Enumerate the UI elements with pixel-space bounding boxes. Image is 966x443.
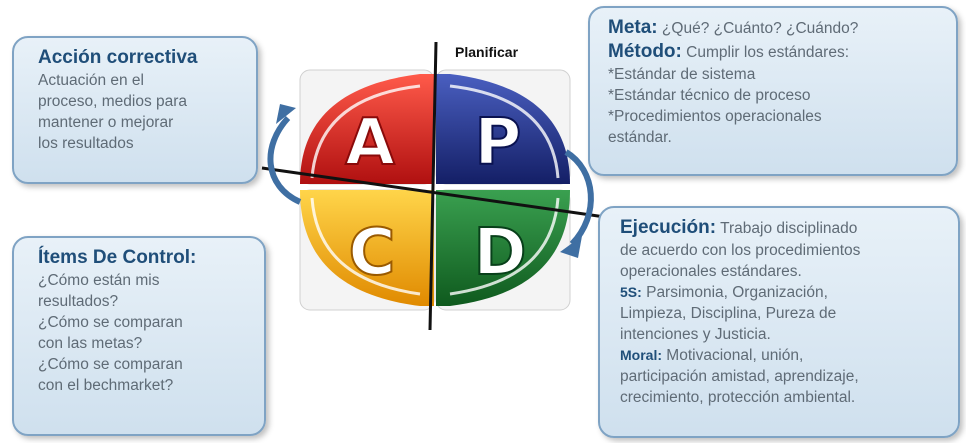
arrow-p-to-d bbox=[564, 149, 594, 247]
letter-a: A bbox=[345, 106, 395, 180]
metodo-line-2: *Estándar técnico de proceso bbox=[608, 87, 811, 104]
5s-text: Parsimonia, Organización, bbox=[641, 284, 828, 301]
5s-line-1: Limpieza, Disciplina, Pureza de bbox=[620, 305, 837, 322]
moral-label: Moral: bbox=[620, 347, 662, 363]
moral-text: Motivacional, unión, bbox=[662, 347, 804, 364]
quadrant-d: D bbox=[435, 189, 571, 311]
accion-line-2: proceso, medios para bbox=[38, 93, 188, 110]
quadrant-a: A bbox=[299, 69, 435, 185]
planificar-label: Planificar bbox=[455, 44, 519, 60]
items-de-control-bubble: Ítems De Control: ¿Cómo están mis result… bbox=[12, 236, 266, 436]
cycle-arrows bbox=[267, 115, 594, 247]
moral-line-1: participación amistad, aprendizaje, bbox=[620, 368, 859, 385]
5s-label: 5S: bbox=[620, 284, 642, 300]
meta-label: Meta: bbox=[608, 17, 658, 38]
control-line-6: con el bechmarket? bbox=[38, 377, 174, 394]
arrow-head-left bbox=[276, 104, 296, 124]
meta-metodo-bubble: Meta: ¿Qué? ¿Cuánto? ¿Cuándo? Método: Cu… bbox=[588, 6, 958, 176]
metodo-line-1: *Estándar de sistema bbox=[608, 66, 756, 83]
control-line-5: ¿Cómo se comparan bbox=[38, 356, 183, 373]
arrow-head-right bbox=[560, 236, 582, 258]
arrow-c-to-a bbox=[267, 115, 302, 205]
letter-p: P bbox=[475, 106, 522, 180]
metodo-line-4: estándar. bbox=[608, 129, 672, 146]
moral-line-2: crecimiento, protección ambiental. bbox=[620, 389, 856, 406]
letter-c: C bbox=[349, 216, 396, 290]
items-de-control-title: Ítems De Control: bbox=[38, 247, 197, 268]
metodo-line-3: *Procedimientos operacionales bbox=[608, 108, 822, 125]
control-line-3: ¿Cómo se comparan bbox=[38, 314, 183, 331]
accion-line-3: mantener o mejorar bbox=[38, 114, 174, 131]
metodo-text: Cumplir los estándares: bbox=[681, 44, 849, 61]
control-line-2: resultados? bbox=[38, 293, 119, 310]
ejecucion-label: Ejecución: bbox=[620, 217, 717, 238]
letter-d: D bbox=[473, 216, 526, 290]
ejecucion-line-1: de acuerdo con los procedimientos bbox=[620, 242, 861, 259]
accion-line-1: Actuación en el bbox=[38, 72, 144, 89]
accion-line-4: los resultados bbox=[38, 135, 134, 152]
meta-text: ¿Qué? ¿Cuánto? ¿Cuándo? bbox=[657, 20, 859, 37]
control-line-1: ¿Cómo están mis bbox=[38, 272, 160, 289]
5s-line-2: intenciones y Justicia. bbox=[620, 326, 771, 343]
ejecucion-bubble: Ejecución: Trabajo disciplinado de acuer… bbox=[598, 206, 960, 438]
quadrant-p: P bbox=[435, 69, 571, 185]
control-line-4: con las metas? bbox=[38, 335, 143, 352]
accion-correctiva-bubble: Acción correctiva Actuación en el proces… bbox=[12, 36, 258, 184]
horizontal-axis bbox=[261, 166, 613, 220]
accion-correctiva-title: Acción correctiva bbox=[38, 47, 198, 68]
metodo-label: Método: bbox=[608, 41, 682, 62]
ejecucion-text: Trabajo disciplinado bbox=[716, 220, 858, 237]
quadrant-c: C bbox=[299, 189, 435, 311]
vertical-axis bbox=[428, 41, 438, 331]
ejecucion-line-2: operacionales estándares. bbox=[620, 263, 802, 280]
